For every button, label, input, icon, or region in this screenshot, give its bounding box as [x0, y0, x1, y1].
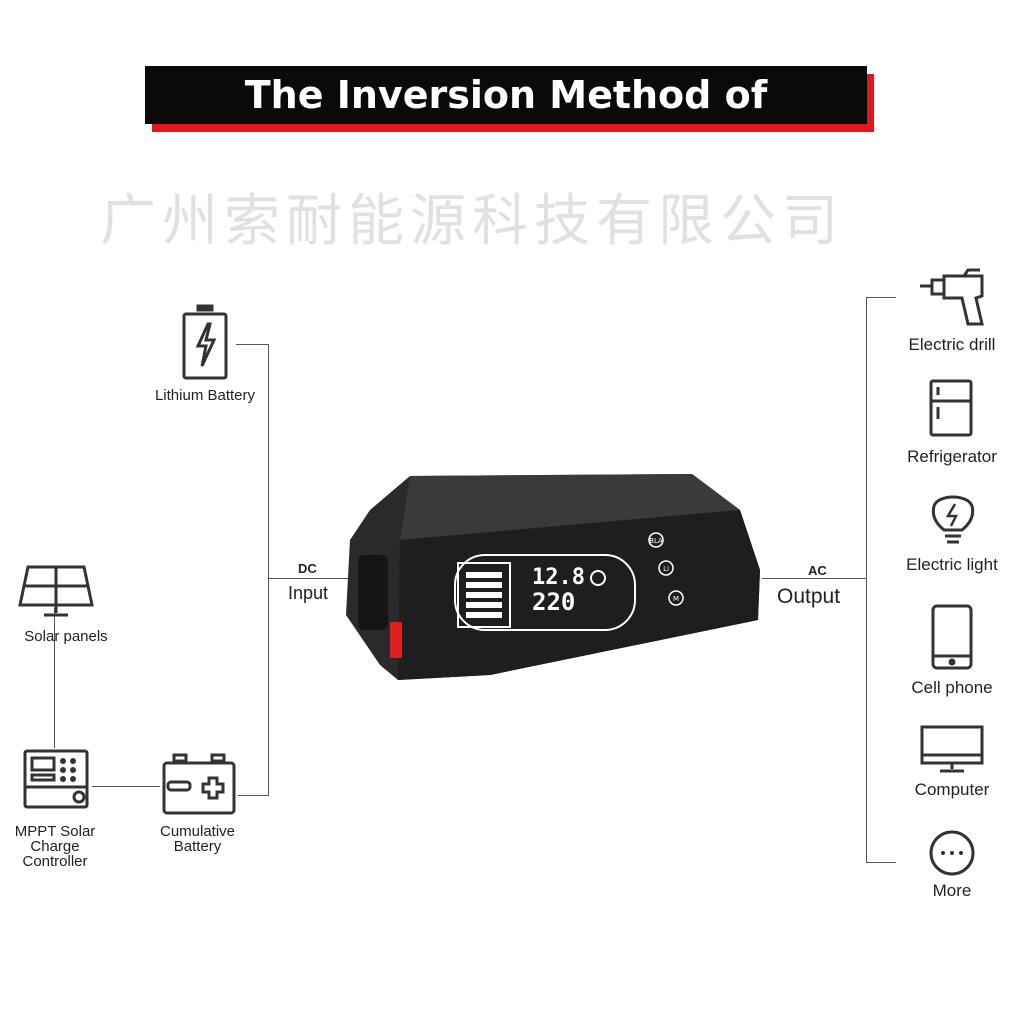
more-icon — [929, 830, 975, 876]
output-label: Output — [777, 585, 841, 608]
load-label: More — [932, 881, 972, 900]
power-icon — [590, 570, 606, 586]
dc-label: DC — [298, 561, 317, 576]
source-label: Solar panels — [24, 628, 108, 645]
load-label: Electric drill — [908, 335, 996, 354]
charge-controller-icon — [23, 749, 89, 809]
connector — [236, 344, 268, 345]
load-label: Cell phone — [911, 678, 993, 697]
watermark: 广州索耐能源科技有限公司 — [100, 189, 844, 254]
light-bulb-icon — [931, 495, 975, 544]
solar-panel-icon — [18, 565, 94, 617]
dc-voltage-readout: 12.8 — [532, 565, 585, 590]
connector — [866, 862, 896, 863]
connector — [866, 297, 896, 298]
bla-button-label: BLA — [649, 537, 663, 545]
connector — [238, 795, 269, 796]
drill-icon — [920, 268, 984, 326]
input-label: Input — [288, 583, 329, 603]
fan-grill — [358, 555, 388, 630]
monitor-icon — [920, 725, 984, 773]
power-switch — [390, 622, 402, 658]
battery-icon — [162, 753, 236, 815]
ac-label: AC — [808, 563, 827, 578]
connector — [762, 578, 866, 579]
connector — [866, 297, 867, 863]
connector — [268, 578, 348, 579]
page-title: The Inversion Method of Inverters — [145, 66, 867, 175]
lithium-battery-icon — [182, 304, 228, 380]
li-button-label: Li — [663, 565, 669, 573]
connector — [92, 786, 160, 787]
source-label: MPPT Solar Charge Controller — [14, 823, 96, 870]
ac-voltage-readout: 220 — [532, 588, 575, 616]
source-label: Cumulative Battery — [159, 823, 236, 855]
inverter-device: 12.8 220 BLA LiM — [346, 474, 760, 680]
load-label: Computer — [914, 780, 990, 799]
m-button-label: M — [673, 595, 679, 603]
connector — [268, 344, 269, 796]
load-label: Electric light — [906, 555, 998, 574]
connector — [54, 608, 55, 748]
load-label: Refrigerator — [907, 447, 997, 466]
cell-phone-icon — [931, 604, 973, 670]
source-label: Lithium Battery — [154, 387, 256, 404]
refrigerator-icon — [929, 379, 973, 437]
